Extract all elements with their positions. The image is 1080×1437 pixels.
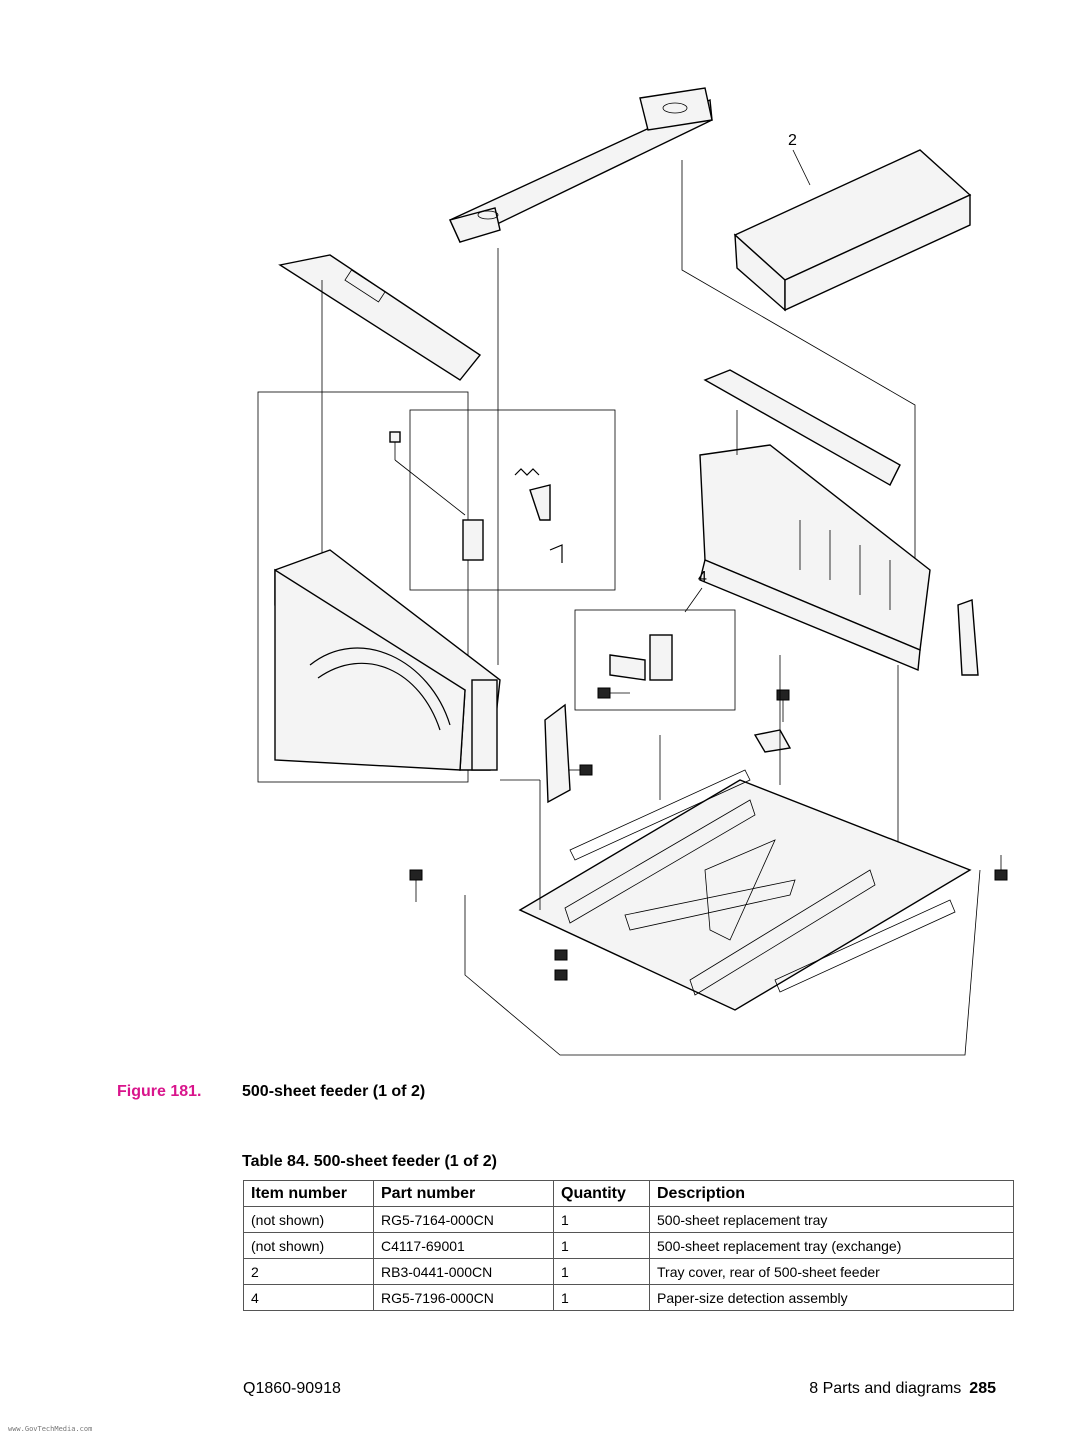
figure-title: 500-sheet feeder (1 of 2) (242, 1083, 426, 1100)
cell-part-number: C4117-69001 (373, 1232, 554, 1259)
cell-quantity: 1 (553, 1258, 650, 1285)
table-row: 4 RG5-7196-000CN 1 Paper-size detection … (243, 1284, 1014, 1311)
cell-item-number: (not shown) (243, 1206, 374, 1233)
cell-description: 500-sheet replacement tray (exchange) (649, 1232, 1014, 1259)
figure-label: Figure 181. (117, 1083, 202, 1100)
callout-4: 4 (698, 569, 707, 586)
table-row: (not shown) C4117-69001 1 500-sheet repl… (243, 1232, 1014, 1259)
cell-item-number: 2 (243, 1258, 374, 1285)
cell-description: Paper-size detection assembly (649, 1284, 1014, 1311)
page-number: 285 (969, 1380, 996, 1397)
paper-size-detection-detail-box (574, 609, 736, 711)
header-quantity: Quantity (553, 1180, 650, 1207)
header-description: Description (649, 1180, 1014, 1207)
front-bracket-top (449, 87, 713, 243)
cell-quantity: 1 (553, 1232, 650, 1259)
header-item-number: Item number (243, 1180, 374, 1207)
table-caption: Table 84. 500-sheet feeder (1 of 2) (242, 1153, 497, 1170)
cell-description: 500-sheet replacement tray (649, 1206, 1014, 1233)
base-plate (464, 655, 981, 1056)
cell-part-number: RG5-7196-000CN (373, 1284, 554, 1311)
figure-caption: Figure 181. 500-sheet feeder (1 of 2) (0, 1083, 1080, 1113)
rear-cover-item-2 (733, 149, 972, 312)
side-cover (544, 703, 571, 804)
right-side-frame (699, 369, 979, 885)
left-side-frame (257, 391, 501, 783)
small-bracket (753, 729, 792, 753)
latch-detail-box (389, 409, 616, 591)
cell-part-number: RG5-7164-000CN (373, 1206, 554, 1233)
table-row: (not shown) RG5-7164-000CN 1 500-sheet r… (243, 1206, 1014, 1233)
screws (409, 689, 1008, 981)
cell-quantity: 1 (553, 1206, 650, 1233)
exploded-parts-diagram: 2 (257, 87, 1008, 1056)
section-title: 8 Parts and diagrams (809, 1380, 962, 1397)
cell-item-number: 4 (243, 1284, 374, 1311)
cell-description: Tray cover, rear of 500-sheet feeder (649, 1258, 1014, 1285)
left-bracket (278, 254, 482, 381)
table-header-row: Item number Part number Quantity Descrip… (243, 1180, 1014, 1207)
watermark: www.GovTechMedia.com (8, 1425, 93, 1433)
table-row: 2 RB3-0441-000CN 1 Tray cover, rear of 5… (243, 1258, 1014, 1285)
page-footer: 8 Parts and diagrams 285 (809, 1380, 996, 1398)
cell-quantity: 1 (553, 1284, 650, 1311)
header-part-number: Part number (373, 1180, 554, 1207)
cell-part-number: RB3-0441-000CN (373, 1258, 554, 1285)
parts-table: Item number Part number Quantity Descrip… (243, 1180, 1014, 1311)
callout-2: 2 (788, 132, 797, 149)
cell-item-number: (not shown) (243, 1232, 374, 1259)
document-number: Q1860-90918 (243, 1380, 341, 1397)
